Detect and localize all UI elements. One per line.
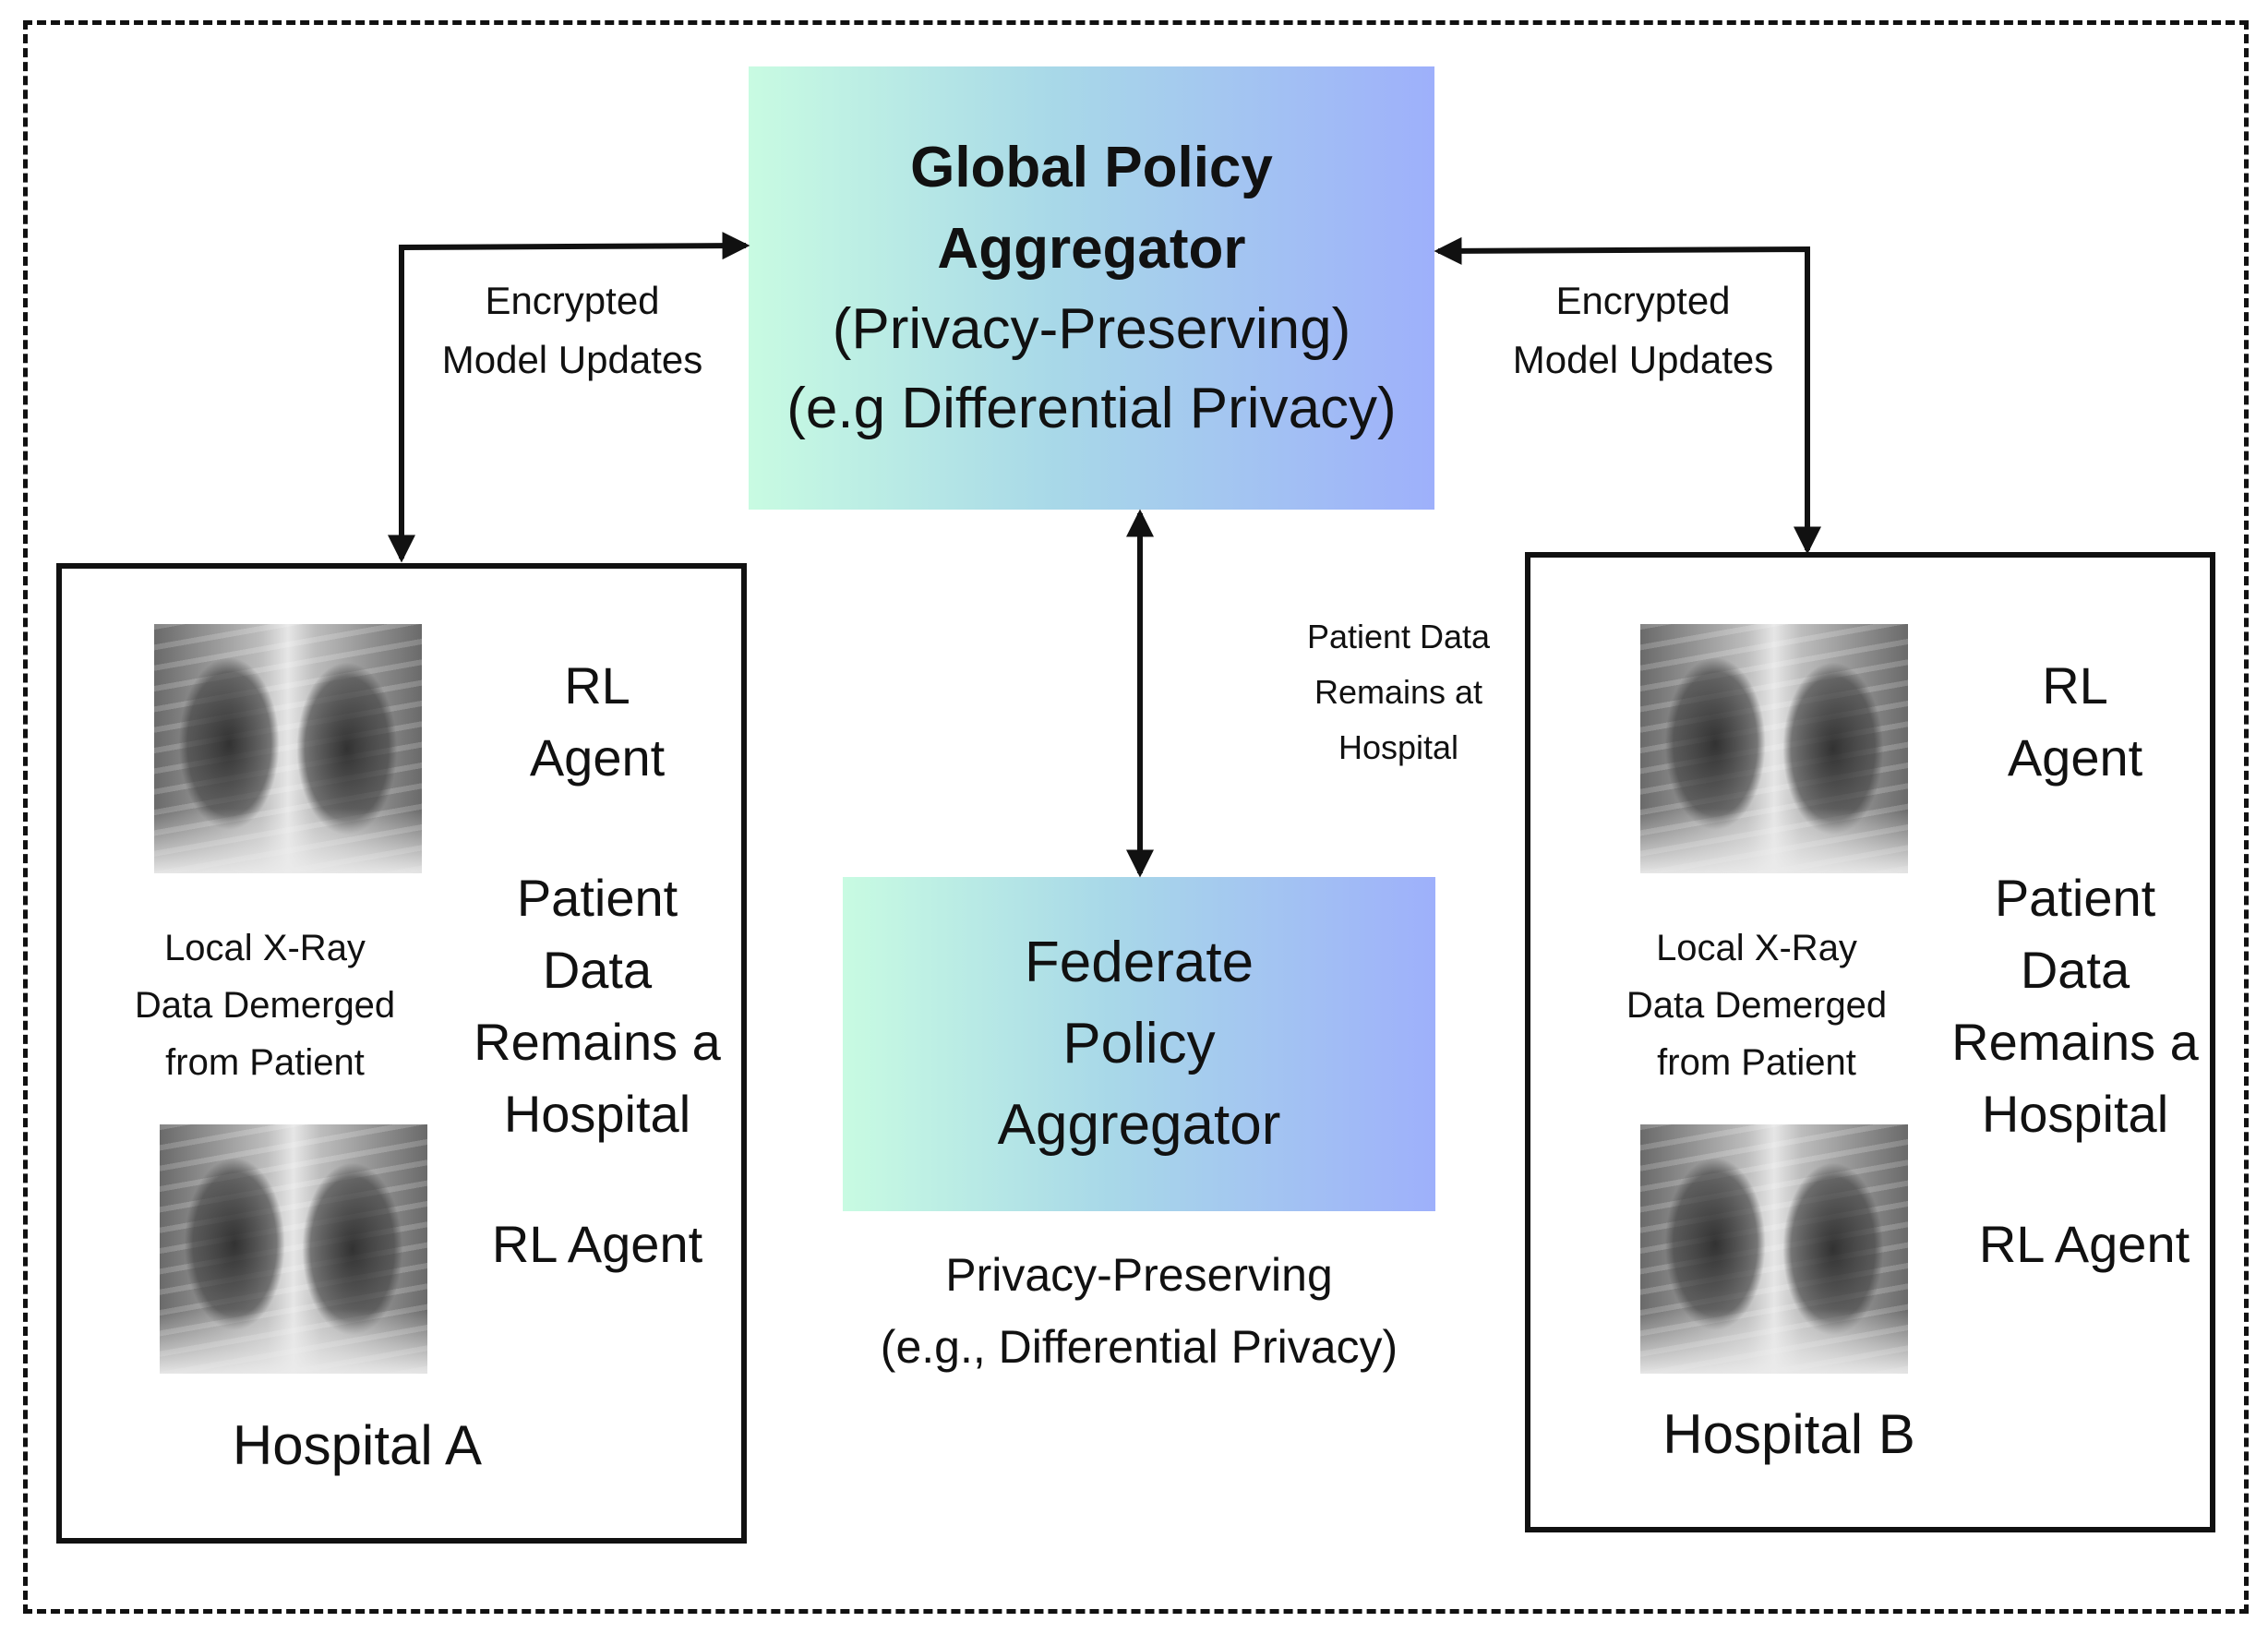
rl-agent-top-line1: RL bbox=[2042, 656, 2108, 715]
center-arrow-label: Patient Data Remains at Hospital bbox=[1265, 609, 1532, 775]
rl-agent-top-label: RL Agent bbox=[486, 650, 708, 794]
federate-caption-line1: Privacy-Preserving bbox=[945, 1249, 1333, 1301]
patient-data-line4: Hospital bbox=[1981, 1085, 2169, 1143]
global-aggregator-sub-line2: (e.g Differential Privacy) bbox=[786, 377, 1397, 440]
local-xray-line2: Data Demerged bbox=[134, 985, 396, 1026]
federate-policy-aggregator-box: Federate Policy Aggregator bbox=[843, 877, 1435, 1211]
xray-image-bottom bbox=[160, 1124, 427, 1374]
global-aggregator-sub-line1: (Privacy-Preserving) bbox=[832, 297, 1351, 361]
patient-data-line3: Remains a bbox=[1951, 1013, 2199, 1071]
patient-data-line1: Patient bbox=[516, 869, 678, 927]
local-xray-line3: from Patient bbox=[165, 1042, 365, 1083]
patient-data-line2: Data bbox=[2020, 941, 2130, 999]
left-bidirectional-arrow bbox=[388, 232, 750, 563]
local-xray-line3: from Patient bbox=[1657, 1042, 1856, 1083]
patient-data-line1: Patient bbox=[1994, 869, 2156, 927]
federate-aggregator-line2: Policy bbox=[1062, 1012, 1216, 1075]
federate-caption: Privacy-Preserving (e.g., Differential P… bbox=[843, 1239, 1435, 1383]
local-xray-label: Local X-Ray Data Demerged from Patient bbox=[62, 919, 468, 1091]
global-aggregator-title-line2: Aggregator bbox=[937, 217, 1246, 281]
hospital-b-box: RL Agent Local X-Ray Data Demerged from … bbox=[1525, 552, 2215, 1532]
local-xray-line1: Local X-Ray bbox=[1656, 928, 1857, 968]
federate-aggregator-line1: Federate bbox=[1024, 931, 1254, 994]
outer-dashed-frame bbox=[23, 20, 2249, 1614]
right-bidirectional-arrow bbox=[1434, 236, 1821, 555]
rl-agent-top-line2: Agent bbox=[529, 728, 666, 787]
global-policy-aggregator-box: Global Policy Aggregator (Privacy-Preser… bbox=[749, 66, 1434, 510]
federate-caption-line2: (e.g., Differential Privacy) bbox=[880, 1321, 1398, 1373]
xray-image-top bbox=[154, 624, 422, 873]
local-xray-label: Local X-Ray Data Demerged from Patient bbox=[1567, 919, 1946, 1091]
federate-aggregator-line3: Aggregator bbox=[997, 1093, 1281, 1157]
global-aggregator-title-line1: Global Policy bbox=[910, 136, 1273, 199]
center-arrow-label-line2: Remains at bbox=[1314, 673, 1483, 711]
xray-image-top bbox=[1640, 624, 1908, 873]
hospital-a-name: Hospital A bbox=[232, 1414, 483, 1476]
local-xray-line2: Data Demerged bbox=[1626, 985, 1888, 1026]
hospital-b-name: Hospital B bbox=[1662, 1403, 1915, 1465]
local-xray-line1: Local X-Ray bbox=[164, 928, 366, 968]
patient-data-line4: Hospital bbox=[503, 1085, 691, 1143]
center-arrow-label-line3: Hospital bbox=[1338, 728, 1459, 766]
rl-agent-top-label: RL Agent bbox=[1964, 650, 2186, 794]
hospital-a-box: RL Agent Local X-Ray Data Demerged from … bbox=[56, 563, 747, 1544]
rl-agent-top-line2: Agent bbox=[2007, 728, 2143, 787]
rl-agent-bottom-label: RL Agent bbox=[491, 1215, 703, 1273]
patient-data-label: Patient Data Remains a Hospital bbox=[468, 862, 726, 1150]
rl-agent-bottom-label: RL Agent bbox=[1978, 1215, 2190, 1273]
patient-data-label: Patient Data Remains a Hospital bbox=[1937, 862, 2214, 1150]
center-arrow-label-line1: Patient Data bbox=[1306, 618, 1491, 655]
rl-agent-top-line1: RL bbox=[564, 656, 630, 715]
xray-image-bottom bbox=[1640, 1124, 1908, 1374]
patient-data-line2: Data bbox=[542, 941, 653, 999]
patient-data-line3: Remains a bbox=[474, 1013, 721, 1071]
